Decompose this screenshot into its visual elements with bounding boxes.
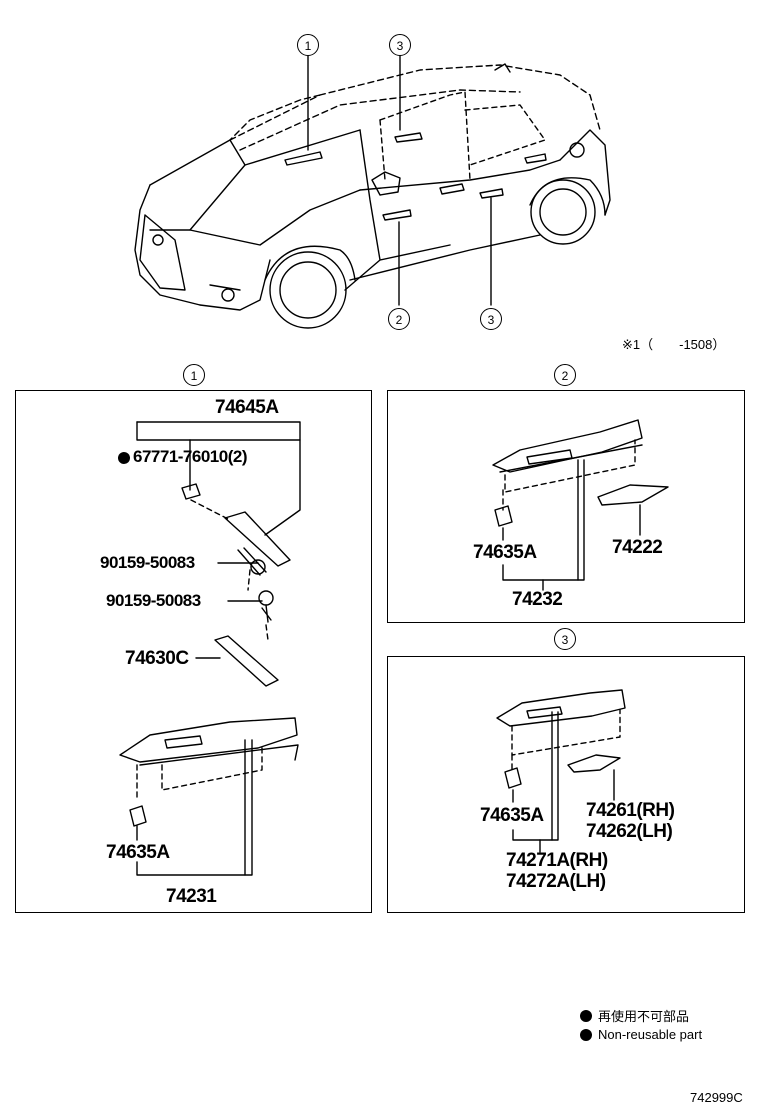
part-74261[interactable]: 74261(RH) [586,800,675,821]
legend-jp-text: 再使用不可部品 [598,1009,690,1024]
callout-3-bottom[interactable]: 3 [480,308,502,330]
part-90159-50083-b[interactable]: 90159-50083 [106,591,201,610]
part-74635A-2[interactable]: 74635A [473,542,537,563]
section-2-parts [492,419,669,591]
figure-id: 742999C [690,1090,743,1105]
car-illustration [134,55,611,329]
non-reusable-icon [118,451,130,464]
part-74635A-3[interactable]: 74635A [480,805,544,826]
legend-en-text: Non-reusable part [598,1027,703,1042]
production-note: ※1（ -1508） [622,337,726,352]
part-74231[interactable]: 74231 [166,886,217,907]
part-67771-76010[interactable]: 67771-76010(2) [118,448,247,465]
legend-jp: 再使用不可部品 [580,1006,689,1025]
legend-en: Non-reusable part [580,1027,702,1042]
part-74262[interactable]: 74262(LH) [586,821,673,842]
callout-3-top[interactable]: 3 [389,34,411,56]
section-2-box [387,390,745,623]
section-3-parts [496,689,626,853]
part-74232[interactable]: 74232 [512,589,563,610]
part-67771-label: 67771-76010(2) [133,447,247,466]
section-2-callout[interactable]: 2 [554,364,576,386]
section-1-box [15,390,372,913]
part-74222[interactable]: 74222 [612,537,663,558]
section-1-callout[interactable]: 1 [183,364,205,386]
part-74645A[interactable]: 74645A [215,397,279,418]
section-1-parts [119,421,301,876]
callout-1-top[interactable]: 1 [297,34,319,56]
part-90159-50083-a[interactable]: 90159-50083 [100,553,195,572]
part-74272A[interactable]: 74272A(LH) [506,871,606,892]
legend-dot-icon [580,1009,592,1022]
part-74635A-1[interactable]: 74635A [106,842,170,863]
legend-dot-icon [580,1028,592,1041]
part-74271A[interactable]: 74271A(RH) [506,850,608,871]
part-74630C[interactable]: 74630C [125,648,189,669]
callout-2-bottom[interactable]: 2 [388,308,410,330]
section-3-box [387,656,745,913]
section-3-callout[interactable]: 3 [554,628,576,650]
